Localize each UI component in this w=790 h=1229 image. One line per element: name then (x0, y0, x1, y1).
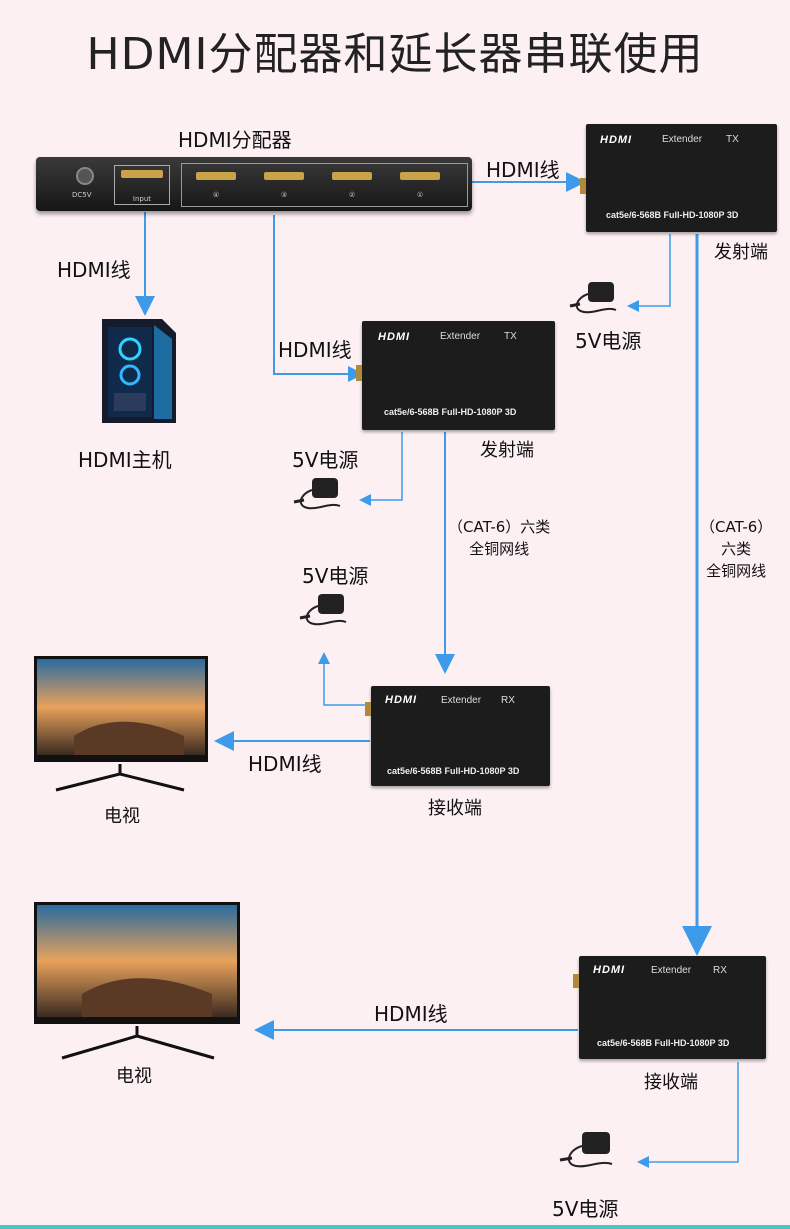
wire-splitter-to-tx2 (273, 215, 364, 382)
splitter-label: HDMI分配器 (178, 128, 292, 152)
cat6-right-label: （CAT-6） 六类 全铜网线 (700, 516, 772, 582)
tx2-spec: cat5e/6-568B Full-HD-1080P 3D (384, 407, 517, 417)
output-port-1: ① (394, 168, 446, 200)
wire-tx2-power (359, 432, 403, 506)
cat6-mid-line2: 全铜网线 (469, 540, 530, 558)
dc-jack-icon (76, 167, 94, 185)
cable-label-1: HDMI线 (486, 158, 560, 182)
power-adapter-icon (290, 472, 352, 516)
rx1-spec: cat5e/6-568B Full-HD-1080P 3D (387, 766, 520, 776)
cable-label-3: HDMI线 (278, 338, 352, 362)
power-label-1: 5V电源 (575, 329, 642, 353)
tv-1 (34, 656, 208, 796)
tx2-brand: HDMI (378, 331, 411, 343)
wire-rx2-power (637, 1062, 739, 1168)
dc-label: DC5V (72, 191, 92, 199)
wire-tx1-power (627, 234, 671, 312)
cable-label-2: HDMI线 (57, 258, 131, 282)
rx2-spec: cat5e/6-568B Full-HD-1080P 3D (597, 1038, 730, 1048)
power-adapter-icon (296, 588, 358, 632)
extender-rx2: HDMI Extender RX cat5e/6-568B Full-HD-10… (573, 956, 766, 1059)
power-label-4: 5V电源 (552, 1197, 619, 1221)
power-adapter-icon (566, 276, 628, 320)
output-port-group: ④ ③ ② ① (181, 163, 468, 207)
rx2-caption: 接收端 (644, 1072, 698, 1093)
tx2-type: TX (504, 331, 517, 342)
tx2-model: Extender (440, 331, 481, 342)
cat6-right-line2: 六类 (721, 540, 752, 558)
cable-label-4: HDMI线 (248, 752, 322, 776)
output-port-3: ③ (258, 168, 310, 200)
splitter-input-port: Input (114, 165, 170, 205)
host-label: HDMI主机 (78, 448, 172, 472)
port-number: ① (416, 191, 424, 199)
hdmi-splitter-device: DC5V Input ④ ③ ② ① (36, 157, 472, 211)
extender-rx1: HDMI Extender RX cat5e/6-568B Full-HD-10… (365, 686, 550, 786)
extender-tx1: HDMI Extender TX cat5e/6-568B Full-HD-10… (580, 124, 777, 232)
tx1-brand: HDMI (600, 134, 633, 146)
tx1-type: TX (726, 134, 739, 145)
cat6-mid-line1: （CAT-6）六类 (448, 518, 551, 536)
wire-rx1-power (318, 652, 370, 706)
rx1-brand: HDMI (385, 694, 418, 706)
bottom-divider (0, 1225, 790, 1229)
tv-label-1: 电视 (104, 806, 140, 827)
hdmi-host-pc (92, 315, 178, 427)
rx2-brand: HDMI (593, 964, 626, 976)
rx2-model: Extender (651, 965, 692, 976)
input-label: Input (132, 195, 152, 203)
tx1-model: Extender (662, 134, 703, 145)
cat6-mid-label: （CAT-6）六类 全铜网线 (448, 516, 550, 560)
cable-label-5: HDMI线 (374, 1002, 448, 1026)
port-number: ③ (280, 191, 288, 199)
extender-tx2: HDMI Extender TX cat5e/6-568B Full-HD-10… (356, 321, 555, 430)
rx1-model: Extender (441, 695, 482, 706)
rx2-type: RX (713, 965, 727, 976)
diagram-title: HDMI分配器和延长器串联使用 (86, 29, 704, 80)
tx1-caption: 发射端 (714, 242, 768, 263)
tv-label-2: 电视 (116, 1066, 152, 1087)
tx2-caption: 发射端 (480, 440, 534, 461)
tv-2 (34, 902, 240, 1062)
cat6-right-line1: （CAT-6） (700, 518, 773, 536)
power-label-2: 5V电源 (292, 448, 359, 472)
tx1-spec: cat5e/6-568B Full-HD-1080P 3D (606, 210, 739, 220)
power-label-3: 5V电源 (302, 564, 369, 588)
power-adapter-icon (556, 1126, 624, 1176)
output-port-4: ④ (190, 168, 242, 200)
cat6-right-line3: 全铜网线 (706, 562, 767, 580)
output-port-2: ② (326, 168, 378, 200)
port-number: ② (348, 191, 356, 199)
rx1-caption: 接收端 (428, 798, 482, 819)
rx1-type: RX (501, 695, 515, 706)
port-number: ④ (212, 191, 220, 199)
